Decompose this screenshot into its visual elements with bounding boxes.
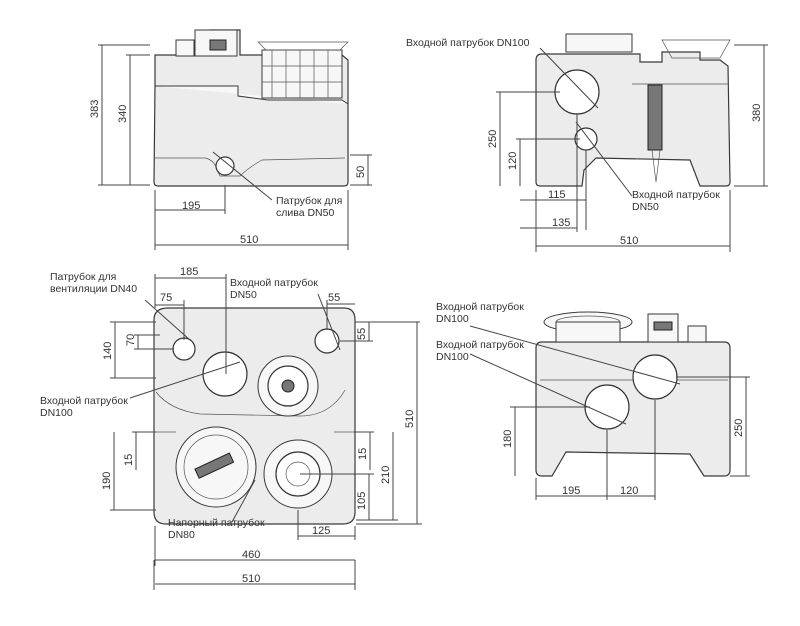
top-inlet50-circle — [314, 328, 340, 354]
dim-510-top: 510 — [242, 573, 260, 585]
drain-port-circle — [215, 156, 235, 176]
dim-250-rear: 250 — [733, 419, 745, 437]
dim-55-vert: 55 — [356, 328, 368, 340]
top-in50-label-line1: Входной патрубок — [230, 277, 318, 289]
dim-460: 460 — [242, 549, 260, 561]
dim-125: 125 — [312, 525, 330, 537]
press-label-line2: DN80 — [168, 529, 195, 541]
press-label-line1: Напорный патрубок — [168, 517, 265, 529]
top-in50-label-line2: DN50 — [230, 289, 257, 301]
vent-label-line1: Патрубок для — [50, 271, 116, 283]
dim-380: 380 — [751, 104, 763, 122]
side-inlet50-label-line1: Входной патрубок — [632, 189, 720, 201]
dim-195: 195 — [182, 200, 200, 212]
vent-label-line2: вентиляции DN40 — [50, 283, 137, 295]
side-view: 250 120 380 115 135 510 Входной патрубок… — [406, 33, 768, 252]
dim-340: 340 — [117, 105, 129, 123]
dim-510-side: 510 — [620, 235, 638, 247]
rear-inB-label-line1: Входной патрубок — [436, 339, 524, 351]
dim-250: 250 — [487, 130, 499, 148]
top-in100-label-line1: Входной патрубок — [40, 395, 128, 407]
side-inlet100-label: Входной патрубок DN100 — [406, 37, 530, 49]
front-view: 383 340 50 195 510 Патрубок для слива DN… — [89, 29, 372, 250]
dim-105: 105 — [356, 492, 368, 510]
dim-180: 180 — [502, 430, 514, 448]
top-in100-label-line2: DN100 — [40, 407, 73, 419]
vent-dn40-circle — [172, 337, 196, 361]
side-cap — [565, 33, 633, 53]
drain-label-line1: Патрубок для — [276, 195, 342, 207]
rear-inB-label-line2: DN100 — [436, 351, 469, 363]
drain-label-line2: слива DN50 — [276, 207, 334, 219]
dim-195-rear: 195 — [562, 485, 580, 497]
dim-510: 510 — [240, 234, 258, 246]
dim-70: 70 — [125, 334, 137, 346]
dim-115: 115 — [548, 189, 566, 201]
dim-185: 185 — [180, 266, 198, 278]
side-inlet100-circle — [554, 69, 600, 115]
rear-view: 180 250 195 120 Входной патрубок DN100 В… — [436, 301, 750, 500]
dim-135: 135 — [552, 217, 570, 229]
side-inlet50-label-line2: DN50 — [632, 201, 659, 213]
dim-15-right: 15 — [357, 448, 369, 460]
dim-140: 140 — [102, 342, 114, 360]
top-inlet100-circle — [202, 351, 248, 397]
dim-15-left: 15 — [123, 454, 135, 466]
top-view: 185 75 55 55 140 70 15 190 15 105 210 51… — [40, 266, 422, 590]
dim-190: 190 — [101, 472, 113, 490]
dim-510-vert: 510 — [404, 410, 416, 428]
dim-210: 210 — [380, 466, 392, 484]
filter-housing — [261, 49, 343, 99]
dim-383: 383 — [89, 100, 101, 118]
dim-120-rear: 120 — [620, 485, 638, 497]
dim-75: 75 — [160, 292, 172, 304]
rear-inA-label-line1: Входной патрубок — [436, 301, 524, 313]
dim-55-top: 55 — [328, 292, 340, 304]
rear-inA-label-line2: DN100 — [436, 313, 469, 325]
dim-120: 120 — [507, 152, 519, 170]
dim-50: 50 — [355, 166, 367, 178]
